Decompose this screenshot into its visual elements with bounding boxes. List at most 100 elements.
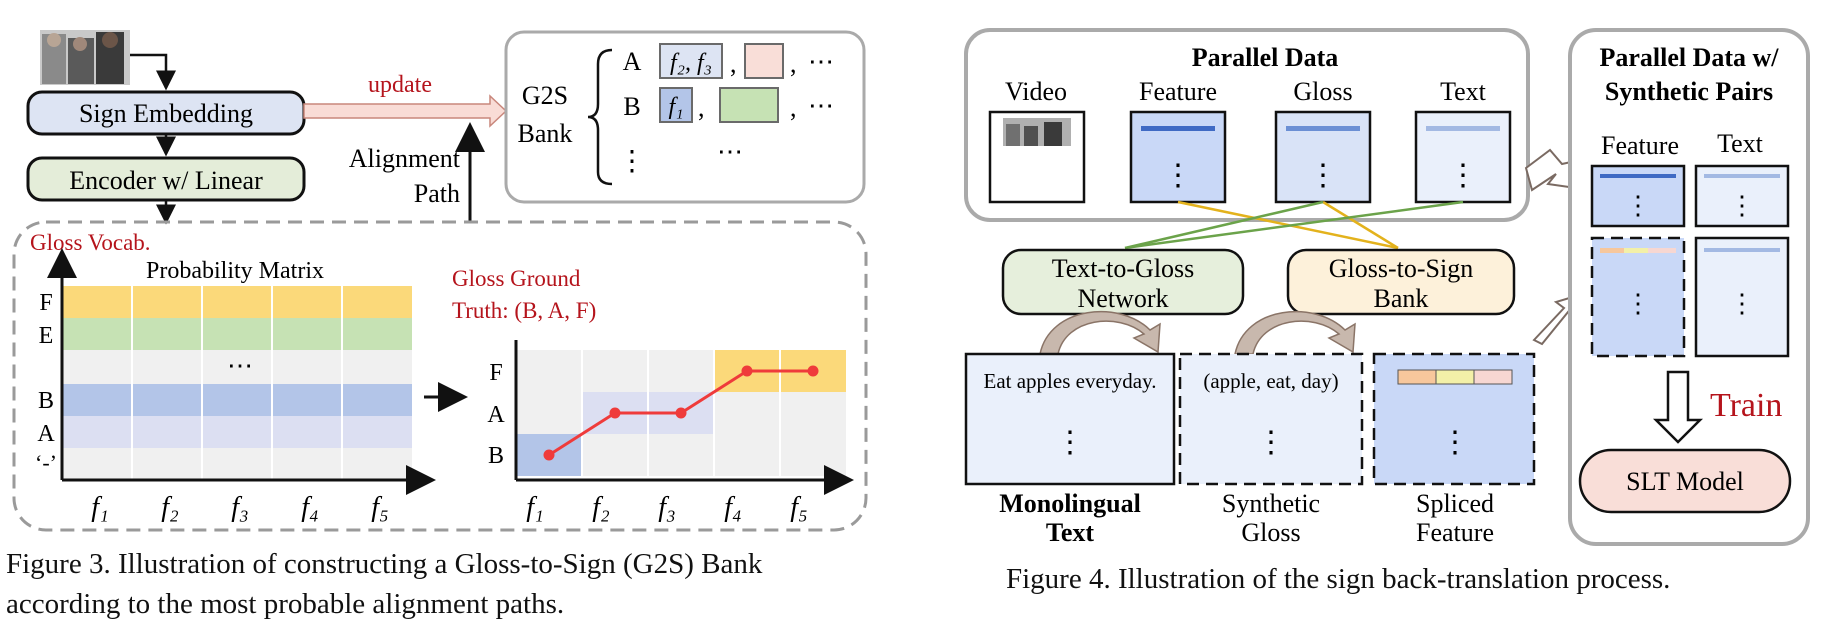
- figure3: Sign Embedding Encoder w/ Linear update …: [12, 30, 868, 532]
- right-text-vdots: ⋮: [1729, 191, 1755, 220]
- gt-title-2: Truth: (B, A, F): [452, 298, 596, 323]
- mono-label-1: Monolingual: [999, 489, 1141, 518]
- bank-a-ellipsis: ⋯: [808, 47, 834, 76]
- matrix-row-a: A: [37, 421, 55, 447]
- probability-matrix: [62, 286, 412, 480]
- train-label: Train: [1710, 387, 1782, 424]
- col-text: Text: [1440, 77, 1487, 106]
- path-frame-label: f₅: [790, 492, 808, 523]
- col-video: Video: [1005, 77, 1067, 106]
- bank-a-feature: f₂, f₃: [670, 50, 712, 76]
- bank-b-comma: ,: [698, 93, 705, 122]
- gloss-to-sign-bank: [1286, 248, 1516, 316]
- bank-b-ellipsis: ⋯: [808, 91, 834, 120]
- g2s-label-2: Bank: [1374, 284, 1429, 313]
- g2s-bank-title-2: Bank: [518, 119, 573, 148]
- matrix-frame-label: f₅: [371, 492, 389, 523]
- sign-video-thumbnail: [40, 30, 130, 85]
- gloss-example: (apple, eat, day): [1203, 369, 1338, 393]
- feature-vdots: ⋮: [1163, 159, 1193, 192]
- bank-a-comma-2: ,: [790, 49, 797, 78]
- synth-label-1: Synthetic: [1222, 489, 1320, 518]
- bank-b-comma-2: ,: [790, 93, 797, 122]
- path-point: [543, 449, 555, 461]
- spliced-label-2: Feature: [1416, 518, 1494, 547]
- synthetic-pairs-panel: [1568, 28, 1810, 546]
- matrix-band-row-e: [62, 318, 412, 350]
- matrix-row-b: B: [38, 388, 54, 414]
- g2s-label-1: Gloss-to-Sign: [1329, 254, 1473, 283]
- right-spliced-vdots: ⋮: [1625, 289, 1651, 318]
- curved-arrow-1: [1039, 310, 1161, 355]
- matrix-band-row-a: [62, 416, 412, 448]
- slt-model-label: SLT Model: [1626, 467, 1744, 496]
- matrix-frame-label: f₁: [91, 492, 109, 523]
- update-arrow: [303, 94, 508, 128]
- matrix-band-row-f: [62, 286, 412, 318]
- matrix-ellipsis: ⋯: [227, 351, 253, 380]
- path-frame-label: f₄: [724, 492, 742, 523]
- mono-example: Eat apples everyday.: [984, 369, 1157, 393]
- path-point: [807, 365, 819, 377]
- bank-brace: [587, 48, 613, 186]
- figure3-caption-line1: Figure 3. Illustration of constructing a…: [6, 548, 763, 580]
- right-feature-vdots: ⋮: [1625, 191, 1651, 220]
- bank-b-feature: f₁: [668, 94, 683, 120]
- matrix-band-row-blank: [62, 448, 412, 480]
- update-label: update: [368, 72, 432, 98]
- matrix-row-blank: ‘-’: [35, 450, 57, 475]
- bank-a-comma: ,: [730, 49, 737, 78]
- path-frame-label: f₁: [526, 492, 544, 523]
- matrix-row-f: F: [39, 290, 52, 316]
- g2s-bank-title-1: G2S: [522, 81, 568, 110]
- t2g-label-2: Network: [1078, 284, 1169, 313]
- alignment-label-2: Path: [414, 179, 460, 208]
- matrix-frame-label: f₃: [231, 492, 249, 523]
- figure3-caption-line2: according to the most probable alignment…: [6, 588, 565, 620]
- gloss-vocab-label: Gloss Vocab.: [30, 230, 151, 255]
- path-point: [675, 407, 687, 419]
- path-row-a: A: [487, 402, 505, 428]
- spliced-label-1: Spliced: [1416, 489, 1494, 518]
- bank-row-a: A: [623, 47, 642, 76]
- figure4-caption: Figure 4. Illustration of the sign back-…: [1006, 563, 1671, 595]
- alignment-label-1: Alignment: [349, 144, 461, 173]
- path-point: [609, 407, 621, 419]
- gt-title-1: Gloss Ground: [452, 266, 581, 291]
- alignment-dashed-container: [12, 220, 868, 532]
- bank-ellipsis-mid: ⋯: [717, 137, 743, 166]
- col-feature: Feature: [1139, 77, 1217, 106]
- text-vdots: ⋮: [1448, 159, 1478, 192]
- matrix-band-row-gap: [62, 350, 412, 384]
- bank-b-feature-2: [719, 87, 779, 123]
- parallel-data-title: Parallel Data: [1192, 43, 1339, 72]
- bank-vdots: ⋮: [618, 146, 646, 177]
- prob-matrix-title: Probability Matrix: [146, 258, 324, 284]
- monolingual-text-card: [964, 352, 1176, 486]
- matrix-frame-label: f₄: [301, 492, 319, 523]
- right-title-2: Synthetic Pairs: [1605, 77, 1773, 106]
- right-col-feature: Feature: [1601, 131, 1679, 160]
- matrix-row-e: E: [39, 323, 54, 349]
- path-row-b: B: [488, 443, 504, 469]
- mono-label-2: Text: [1046, 518, 1094, 547]
- path-frame-label: f₃: [658, 492, 676, 523]
- synth-label-2: Gloss: [1241, 518, 1300, 547]
- path-row-f: F: [489, 360, 502, 386]
- train-arrow: [1652, 370, 1704, 444]
- path-point: [741, 365, 753, 377]
- col-gloss: Gloss: [1293, 77, 1352, 106]
- bank-b-feature-box: [659, 87, 693, 123]
- right-col-text: Text: [1717, 129, 1764, 158]
- encoder-label: Encoder w/ Linear: [69, 166, 263, 195]
- right-title-1: Parallel Data w/: [1599, 43, 1779, 72]
- slt-model-box: [1578, 448, 1792, 514]
- sign-embedding-label: Sign Embedding: [79, 99, 253, 128]
- synthetic-gloss-card: [1178, 352, 1364, 486]
- bank-a-feature-box: [659, 43, 723, 79]
- figure4: Parallel Data Video Feature Gloss Text ⋮…: [964, 28, 1810, 547]
- spliced-vdots: ⋮: [1440, 426, 1470, 459]
- right-text2-vdots: ⋮: [1729, 289, 1755, 318]
